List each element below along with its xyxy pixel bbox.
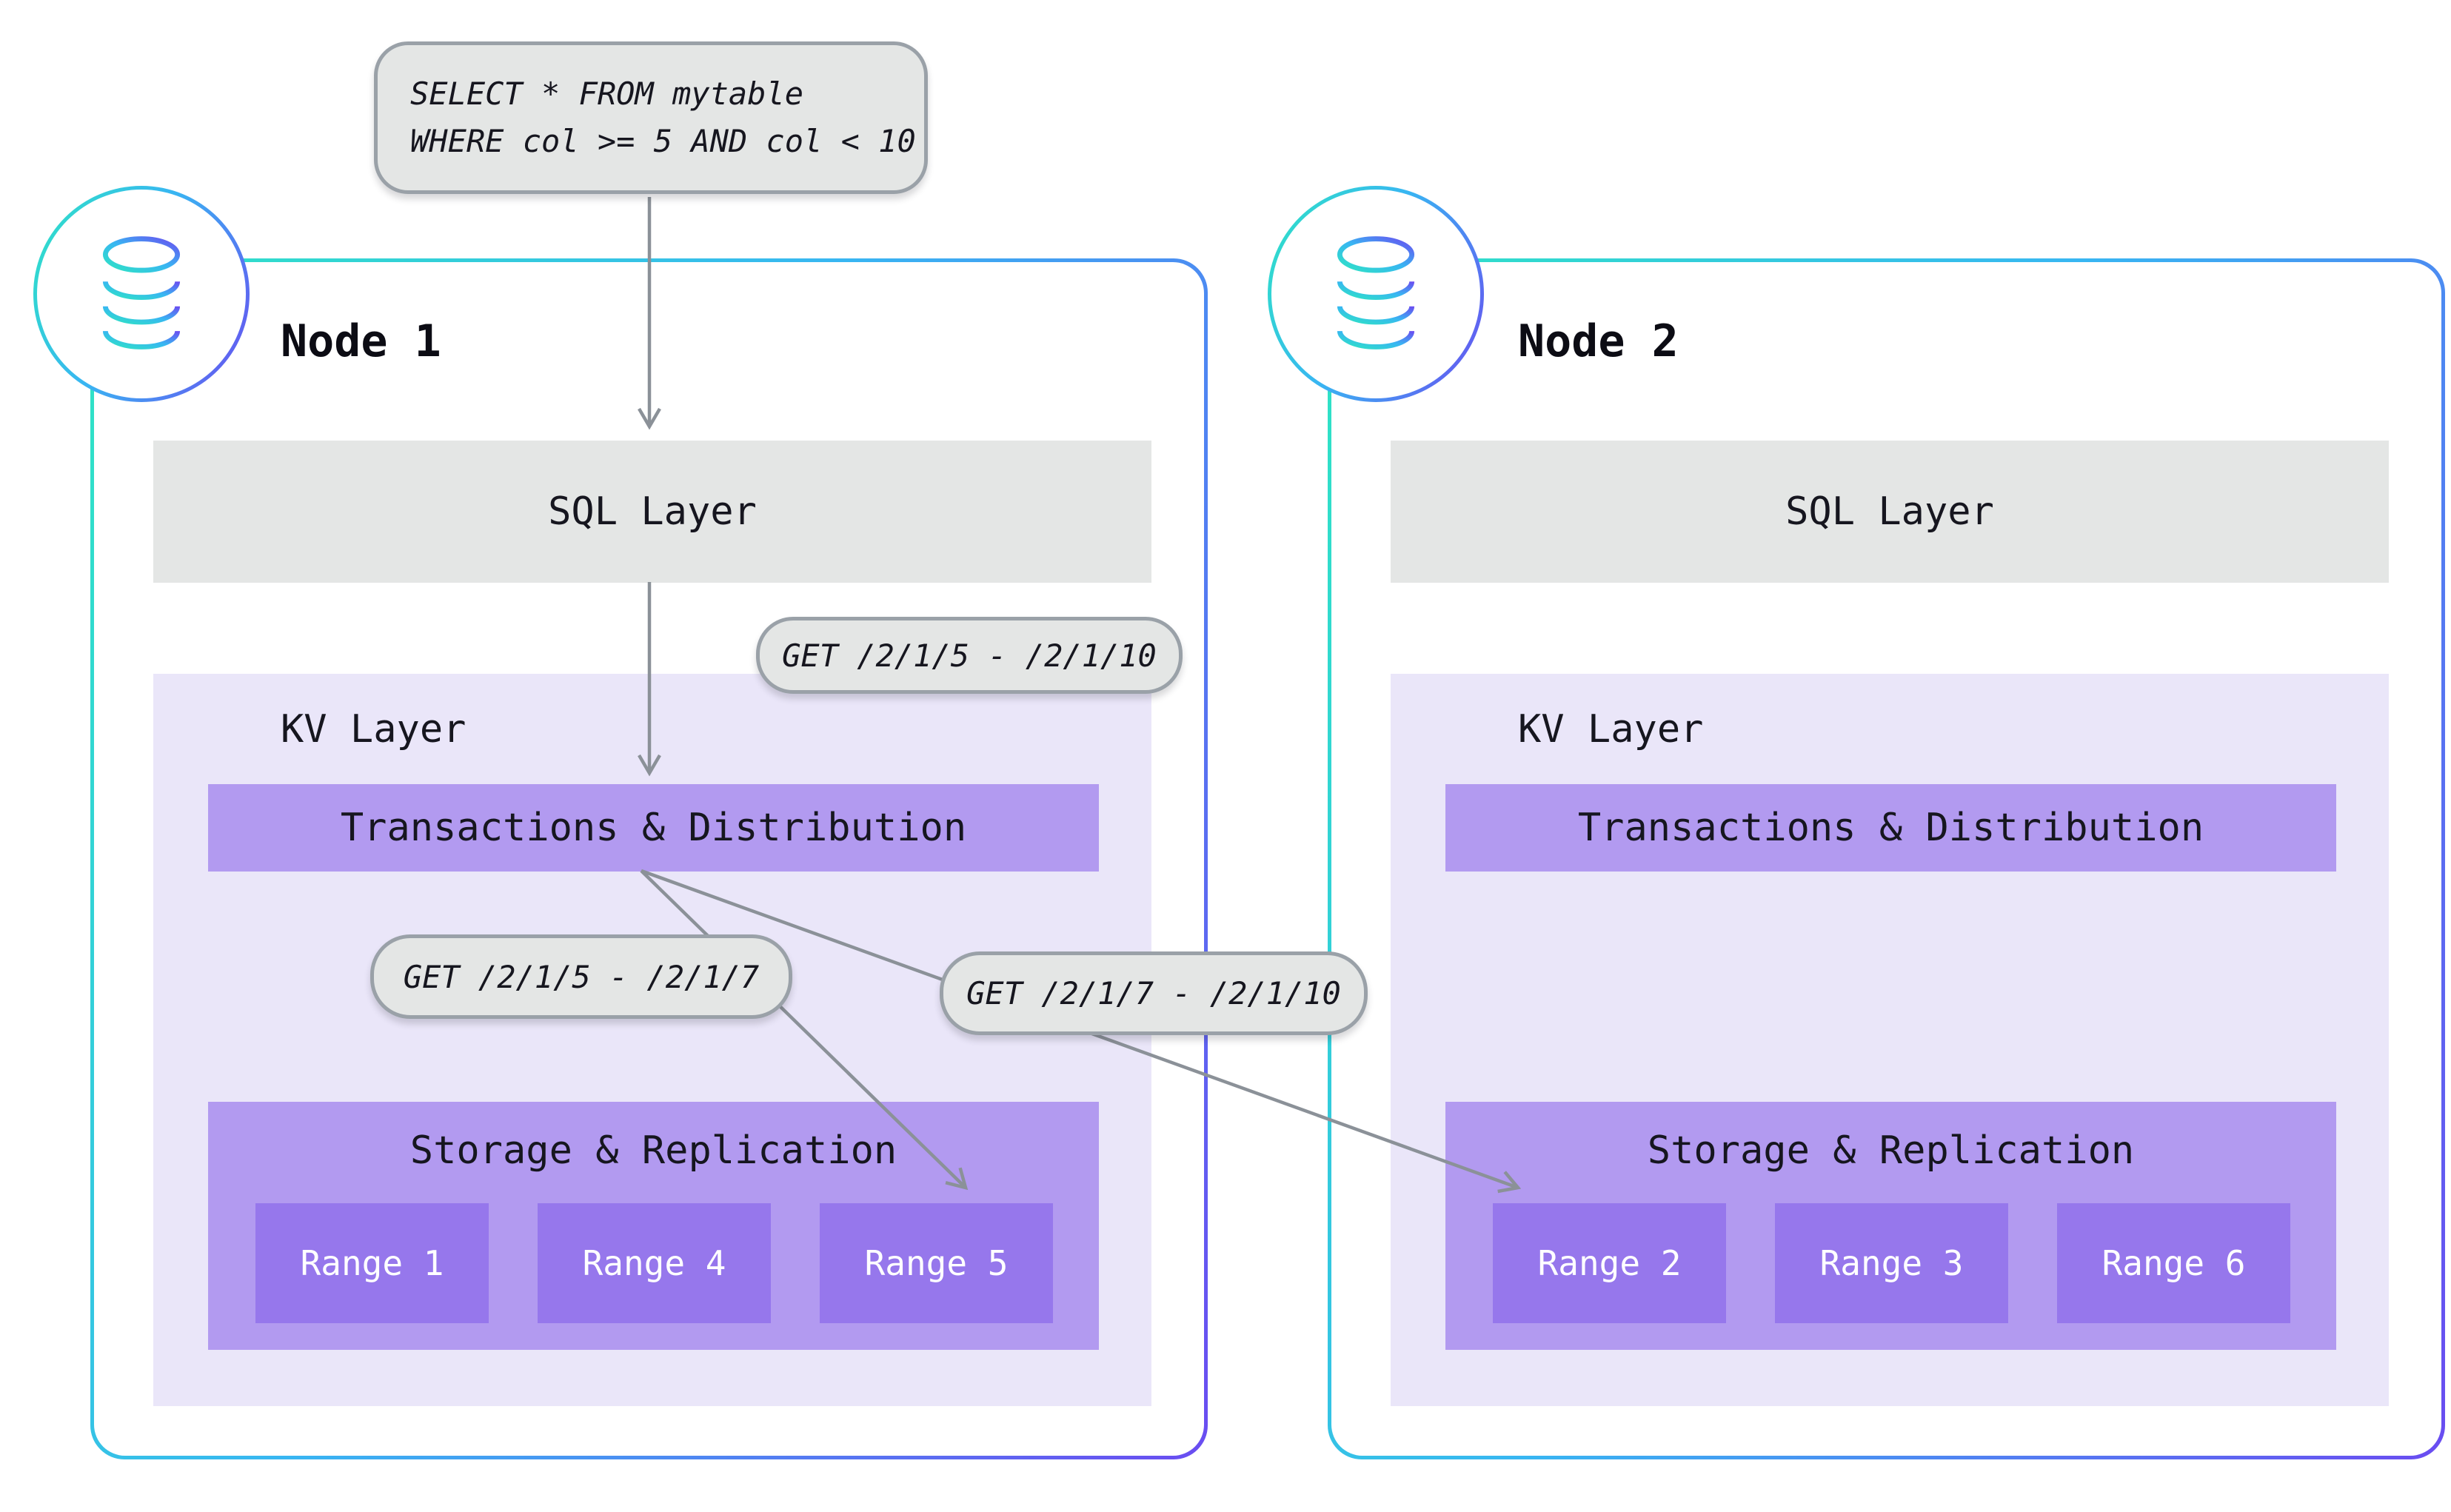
node-2-container: Node 2 SQL Layer KV Layer Transactions &… [1328,258,2445,1459]
node-2-storage-box: Storage & Replication Range 2 Range 3 Ra… [1445,1102,2336,1350]
node-2-transactions-bar: Transactions & Distribution [1445,784,2336,872]
database-icon [1337,236,1415,349]
node-2-database-badge [1268,186,1484,402]
node-1-body: Node 1 SQL Layer KV Layer Transactions &… [94,262,1204,1456]
get-request-left-tag: GET /2/1/5 - /2/1/7 [370,934,792,1019]
node-1-container: Node 1 SQL Layer KV Layer Transactions &… [90,258,1208,1459]
node-1-sql-layer-label: SQL Layer [548,489,757,534]
node-1-database-badge-inner [37,190,246,398]
node-2-database-badge-inner [1271,190,1480,398]
node-2-kv-layer-label: KV Layer [1518,707,1704,752]
range-box: Range 1 [255,1203,489,1323]
range-box: Range 6 [2057,1203,2290,1323]
range-box: Range 5 [820,1203,1053,1323]
node-1-transactions-bar: Transactions & Distribution [208,784,1099,872]
node-1-storage-box: Storage & Replication Range 1 Range 4 Ra… [208,1102,1099,1350]
sql-query-line-1: SELECT * FROM mytable [410,76,804,112]
node-2-storage-label: Storage & Replication [1647,1128,2135,1173]
node-1-kv-layer-label: KV Layer [281,707,467,752]
node-2-sql-layer-box: SQL Layer [1391,441,2389,583]
get-request-right-tag: GET /2/1/7 - /2/1/10 [940,951,1368,1035]
node-1-storage-label: Storage & Replication [409,1128,897,1173]
node-2-transactions-label: Transactions & Distribution [1577,806,2204,850]
range-box: Range 4 [538,1203,771,1323]
node-1-title: Node 1 [281,315,441,367]
range-box: Range 2 [1493,1203,1726,1323]
sql-query-line-2: WHERE col >= 5 AND col < 10 [410,123,916,159]
node-1-sql-layer-box: SQL Layer [153,441,1151,583]
node-2-sql-layer-label: SQL Layer [1785,489,1994,534]
node-2-body: Node 2 SQL Layer KV Layer Transactions &… [1331,262,2441,1456]
get-request-full-tag: GET /2/1/5 - /2/1/10 [756,617,1183,694]
sql-query-tag: SELECT * FROM mytable WHERE col >= 5 AND… [374,41,928,194]
node-1-database-badge [33,186,250,402]
node-2-title: Node 2 [1518,315,1679,367]
node-1-transactions-label: Transactions & Distribution [340,806,967,850]
database-icon [102,236,181,349]
range-box: Range 3 [1775,1203,2008,1323]
